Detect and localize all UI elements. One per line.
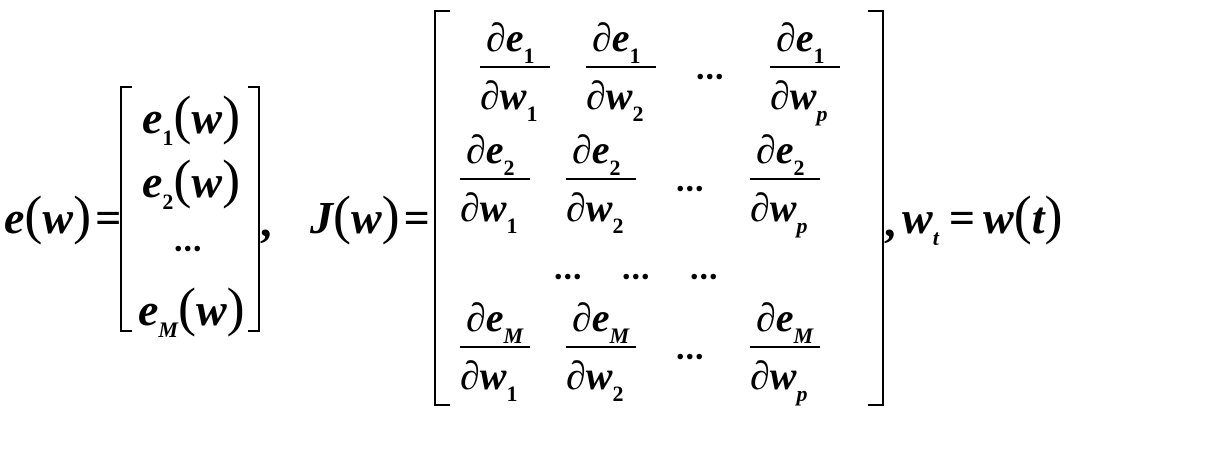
jacobian-entry-r1-c1: ∂e1∂w1 — [480, 15, 560, 126]
jacobian-hdots: ... — [676, 330, 705, 367]
jacobian-hdots: ... — [696, 50, 725, 87]
jacobian-fraction-bar — [770, 66, 840, 68]
jacobian-denominator: ∂wp — [770, 73, 828, 126]
jacobian-numerator: ∂e1 — [776, 15, 825, 68]
jacobian-numerator: ∂eM — [466, 295, 524, 348]
jacobian-numerator: ∂e2 — [572, 127, 621, 180]
jacobian-vdots: ... — [622, 250, 651, 287]
jacobian-numerator: ∂e1 — [592, 15, 641, 68]
jacobian-fraction-bar — [460, 346, 530, 348]
jacobian-fraction-bar — [750, 346, 820, 348]
jacobian-fraction-bar — [750, 178, 820, 180]
jacobian-right-bracket — [868, 10, 884, 406]
jacobian-denominator: ∂w1 — [460, 353, 518, 406]
jacobian-vdots: ... — [554, 250, 583, 287]
e-vector-vdots: ... — [174, 222, 203, 259]
jacobian-fraction-bar — [566, 178, 636, 180]
jacobian-numerator: ∂eM — [756, 295, 814, 348]
jacobian-entry-r3-c1: ∂eM∂w1 — [460, 295, 540, 406]
e-vector-row-2: e2(w) — [142, 149, 241, 214]
jacobian-hdots: ... — [676, 162, 705, 199]
jacobian-denominator: ∂w2 — [566, 185, 624, 238]
jacobian-lhs: J(w)= — [310, 185, 430, 245]
jacobian-entry-r1-c2: ∂e1∂w2 — [586, 15, 666, 126]
e-vector-row-1: e1(w) — [142, 85, 241, 150]
e-func-arg: w — [42, 192, 74, 243]
jacobian-entry-r3-c3: ∂eM∂wp — [750, 295, 830, 406]
jacobian-vdots: ... — [690, 250, 719, 287]
jacobian-denominator: ∂wp — [750, 353, 808, 406]
e-func-symbol: e — [4, 192, 25, 243]
jacobian-denominator: ∂w1 — [460, 185, 518, 238]
jacobian-denominator: ∂w2 — [586, 73, 644, 126]
jacobian-numerator: ∂e2 — [756, 127, 805, 180]
jacobian-fraction-bar — [566, 346, 636, 348]
jacobian-fraction-bar — [460, 178, 530, 180]
equals-sign: = — [403, 192, 430, 243]
jacobian-denominator: ∂w2 — [566, 353, 624, 406]
e-vector-right-bracket — [248, 86, 260, 332]
wt-definition: wt=w(t) — [902, 185, 1063, 250]
e-vector-left-bracket — [120, 86, 132, 332]
jacobian-entry-r2-c2: ∂e2∂w2 — [566, 127, 646, 238]
jacobian-entry-r2-c1: ∂e2∂w1 — [460, 127, 540, 238]
j-func-arg: w — [350, 192, 382, 243]
jacobian-left-bracket — [434, 10, 450, 406]
j-func-symbol: J — [310, 192, 333, 243]
equals-sign: = — [95, 192, 122, 243]
jacobian-numerator: ∂e2 — [466, 127, 515, 180]
e-vector-lhs: e(w)= — [4, 185, 122, 245]
jacobian-fraction-bar — [586, 66, 656, 68]
jacobian-entry-r2-c3: ∂e2 ∂wp — [750, 127, 830, 238]
e-vector-row-M: eM(w) — [138, 277, 245, 342]
jacobian-fraction-bar — [480, 66, 550, 68]
jacobian-numerator: ∂e1 — [486, 15, 535, 68]
e-vector-comma: , — [260, 195, 272, 246]
jacobian-entry-r3-c2: ∂eM∂w2 — [566, 295, 646, 406]
jacobian-comma: , — [884, 195, 896, 246]
jacobian-numerator: ∂eM — [572, 295, 630, 348]
jacobian-denominator: ∂wp — [750, 185, 808, 238]
jacobian-denominator: ∂w1 — [480, 73, 538, 126]
jacobian-entry-r1-c3: ∂e1 ∂wp — [770, 15, 850, 126]
